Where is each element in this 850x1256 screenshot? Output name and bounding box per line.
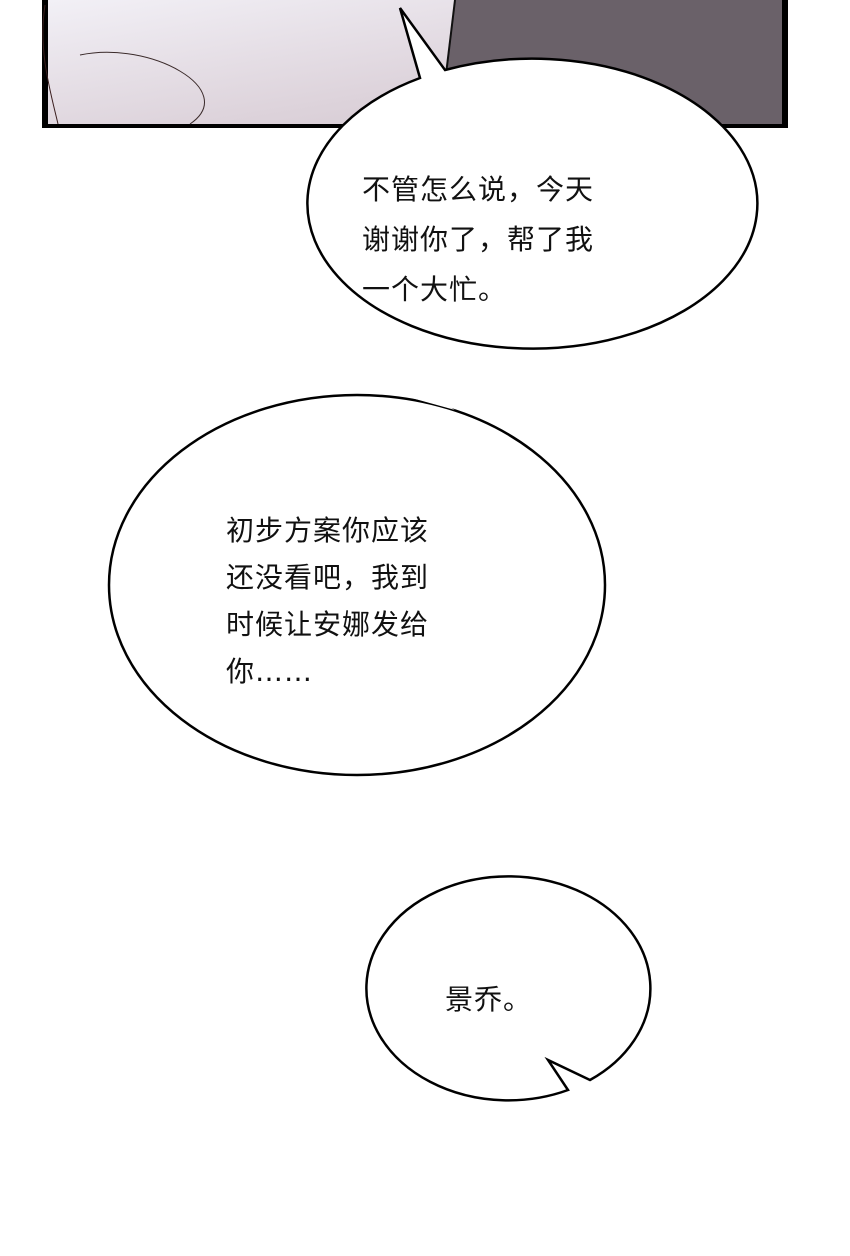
speech-bubble-2-shape	[107, 385, 607, 777]
bubble-line: 景乔。	[445, 983, 533, 1016]
bubble-line: 谢谢你了，帮了我	[362, 223, 595, 256]
bubble-line: 还没看吧，我到	[226, 561, 430, 594]
speech-bubble-3-shape	[365, 875, 652, 1102]
bubble-line: 一个大忙。	[362, 273, 508, 306]
speech-bubble-2: 初步方案你应该还没看吧，我到时候让安娜发给你……	[226, 507, 429, 695]
speech-bubble-1: 不管怎么说，今天谢谢你了，帮了我一个大忙。	[362, 165, 594, 315]
bubble-line: 初步方案你应该	[226, 514, 430, 547]
bubble-line: 你……	[226, 655, 314, 688]
bubble-line: 时候让安娜发给	[226, 608, 430, 641]
speech-bubble-1-shape	[306, 7, 759, 350]
speech-bubble-3: 景乔。	[445, 975, 532, 1025]
bubble-line: 不管怎么说，今天	[362, 173, 595, 206]
